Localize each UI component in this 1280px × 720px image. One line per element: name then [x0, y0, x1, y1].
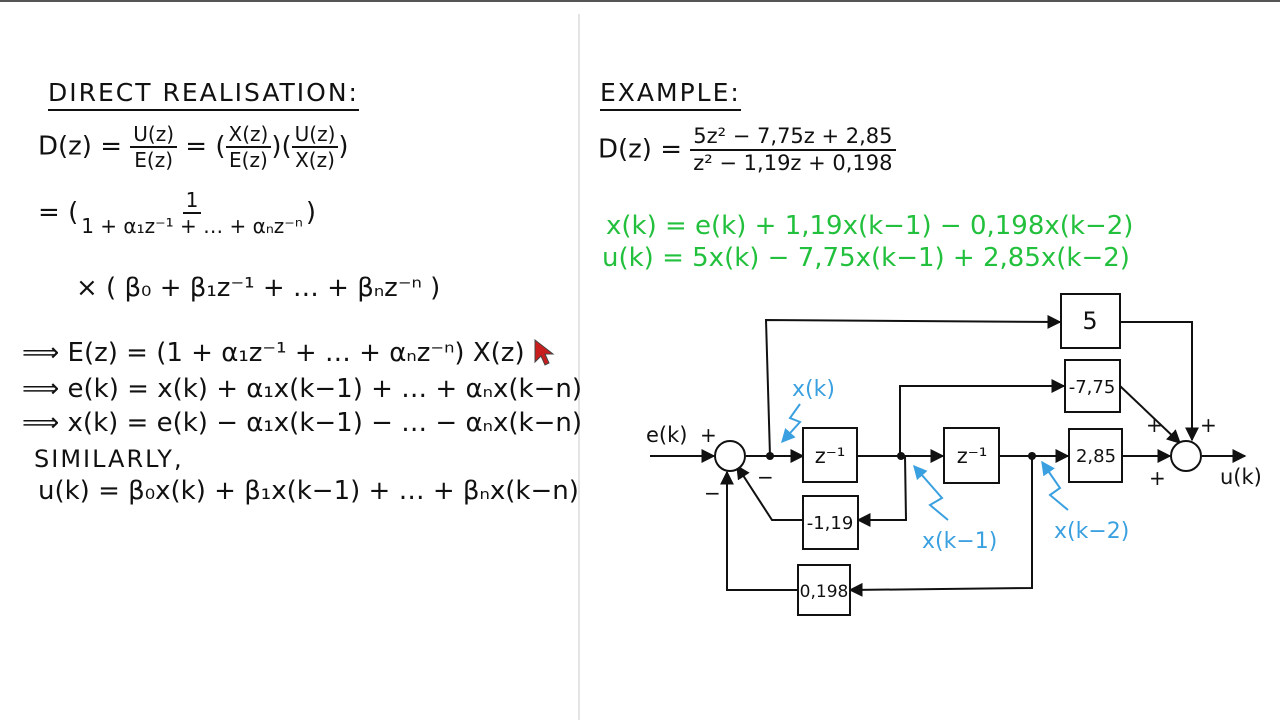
a2-path	[848, 456, 1033, 597]
paren-close: )	[305, 197, 316, 228]
branch-point-x-k2	[1028, 452, 1036, 460]
a1-path	[856, 455, 908, 527]
fraction-denominator: E(z)	[134, 148, 174, 172]
fraction-denominator: E(z)	[229, 148, 268, 172]
annotation-x-k-pointer	[781, 403, 802, 444]
fraction-numerator: X(z)	[225, 124, 272, 148]
b0-to-sum-line	[1120, 321, 1199, 442]
sign-b0-plus: +	[1200, 413, 1217, 437]
annotation-x-k2-pointer	[1041, 460, 1069, 511]
fraction-numerator: U(z)	[291, 124, 339, 148]
fraction-numerator: 1	[182, 190, 202, 214]
block-delay-2-label: z⁻¹	[957, 444, 988, 468]
paren-close: )	[338, 131, 349, 162]
example-equation-u-k: u(k) = 5x(k) − 7,75x(k−1) + 2,85x(k−2)	[602, 243, 1130, 273]
numerator-factor-line: × ( β₀ + β₁z⁻¹ + … + βₙz⁻ⁿ )	[76, 273, 441, 303]
fraction-denominator: 1 + α₁z⁻¹ + … + αₙz⁻ⁿ	[81, 214, 303, 238]
summing-junction-output	[1170, 440, 1202, 472]
fraction-denominator: z² − 1,19z + 0,198	[693, 151, 893, 175]
a1-to-sum-line	[736, 464, 803, 521]
block-b1-label: -7,75	[1069, 377, 1116, 398]
paren-close: )	[271, 131, 282, 162]
page-divider	[578, 14, 580, 720]
top-border	[0, 0, 1280, 2]
b1-to-sum-line	[1119, 385, 1182, 444]
paren-open: (	[215, 131, 226, 162]
sign-input-plus: +	[700, 423, 717, 447]
annotation-x-k1-pointer	[913, 464, 949, 521]
branch-point-x-k1	[897, 452, 905, 460]
example-heading: EXAMPLE:	[600, 80, 741, 111]
output-equation-u-k: u(k) = β₀x(k) + β₁x(k−1) + … + βₙx(k−n)	[38, 476, 579, 506]
mouse-cursor	[534, 338, 555, 366]
definition-lhs: D(z) =	[38, 131, 123, 162]
paren-open: (	[281, 131, 292, 162]
fraction-u-over-e: U(z)E(z)	[130, 124, 178, 172]
equals-sign: =	[38, 197, 60, 228]
sign-bottom-minus: −	[704, 481, 721, 505]
implication-e-k: ⟹ e(k) = x(k) + α₁x(k−1) + … + αₙx(k−n)	[22, 374, 582, 404]
fraction-x-over-e: X(z)E(z)	[225, 124, 272, 172]
annotation-x-k: x(k)	[792, 377, 835, 402]
output-label: u(k)	[1220, 465, 1262, 489]
b1-path	[899, 379, 1066, 456]
a2-to-sum-line	[720, 470, 798, 591]
fraction-numerator: U(z)	[130, 124, 178, 148]
fraction-denominator: X(z)	[295, 148, 335, 172]
paren-open: (	[68, 197, 79, 228]
branch-point-x-k	[766, 452, 774, 460]
block-a2	[797, 564, 851, 616]
block-a2-label: 0,198	[800, 582, 849, 602]
direct-realisation-heading: DIRECT REALISATION:	[48, 80, 359, 111]
fraction-u-over-x: U(z)X(z)	[291, 124, 339, 172]
b0-path	[764, 314, 1062, 457]
block-b2-label: 2,85	[1076, 446, 1116, 467]
block-b1	[1064, 359, 1121, 413]
sign-b1-plus: +	[1146, 413, 1163, 437]
implication-e-z: ⟹ E(z) = (1 + α₁z⁻¹ + … + αₙz⁻ⁿ) X(z)	[22, 338, 525, 368]
block-a1	[802, 495, 859, 550]
definition-equals: =	[185, 131, 208, 162]
block-delay-1	[802, 427, 858, 483]
fraction-numerator: 5z² − 7,75z + 2,85	[690, 126, 896, 151]
input-label: e(k)	[646, 423, 687, 447]
transfer-function-lhs: D(z) =	[598, 134, 683, 165]
block-b0-label: 5	[1082, 307, 1097, 335]
annotation-x-k1: x(k−1)	[922, 529, 997, 554]
sign-feedback-minus: −	[757, 465, 774, 489]
block-a1-label: -1,19	[807, 513, 854, 534]
summing-junction-input	[714, 440, 746, 472]
similarly-label: SIMILARLY,	[34, 445, 184, 473]
block-b2	[1068, 428, 1123, 483]
definition-equation: D(z) = U(z)E(z) = (X(z)E(z))(U(z)X(z))	[38, 124, 349, 170]
block-delay-2	[943, 427, 1000, 484]
implication-x-k: ⟹ x(k) = e(k) − α₁x(k−1) − … − αₙx(k−n)	[22, 408, 582, 438]
annotation-x-k2: x(k−2)	[1054, 519, 1129, 544]
sign-b2-plus: +	[1149, 466, 1166, 490]
example-equation-x-k: x(k) = e(k) + 1,19x(k−1) − 0,198x(k−2)	[606, 211, 1134, 241]
block-b0	[1060, 293, 1121, 349]
block-delay-1-label: z⁻¹	[815, 444, 846, 468]
